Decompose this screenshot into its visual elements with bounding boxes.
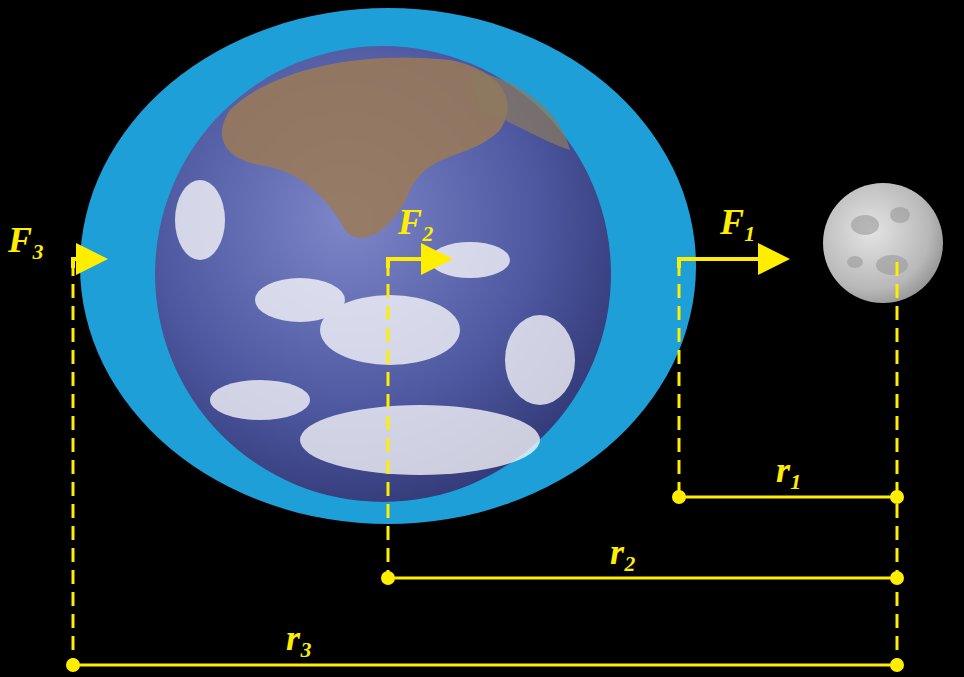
earth: [155, 46, 611, 502]
distance-label: r₁: [776, 452, 803, 488]
moon: [823, 183, 943, 303]
force-label: F₁: [720, 204, 757, 240]
force-label: F₂: [398, 204, 435, 240]
force-arrows: [73, 259, 782, 268]
force-label: F₃: [8, 222, 45, 258]
dashed-guides: [73, 262, 897, 664]
earth-land: [222, 57, 570, 237]
earth-clouds: [175, 180, 575, 475]
dimension-lines: [73, 497, 897, 665]
distance-label: r₂: [610, 534, 637, 570]
distance-label: r₃: [286, 620, 313, 656]
dimension-dots: [66, 490, 904, 672]
moon-craters: [847, 207, 910, 275]
